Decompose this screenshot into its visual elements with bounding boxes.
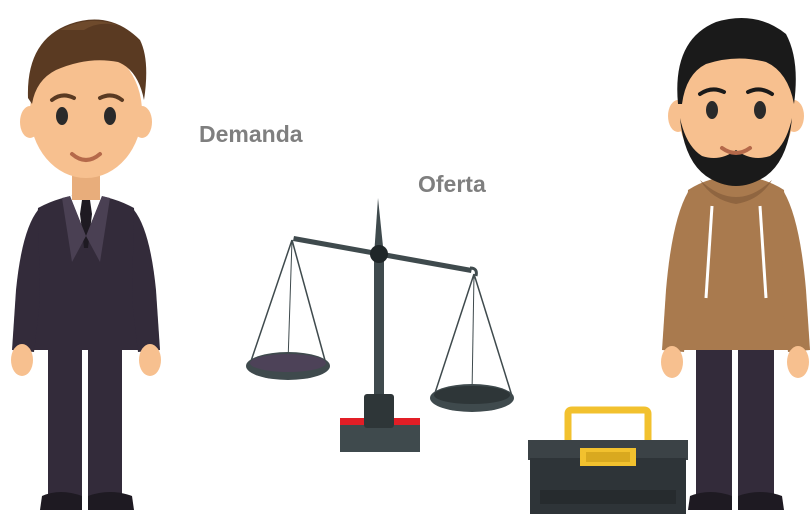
worker-figure (661, 18, 810, 510)
supply-label: Oferta (418, 171, 486, 197)
balance-scale (246, 198, 514, 452)
businessman-figure (11, 19, 161, 510)
toolbox (528, 406, 688, 514)
demand-label: Demanda (199, 121, 303, 147)
